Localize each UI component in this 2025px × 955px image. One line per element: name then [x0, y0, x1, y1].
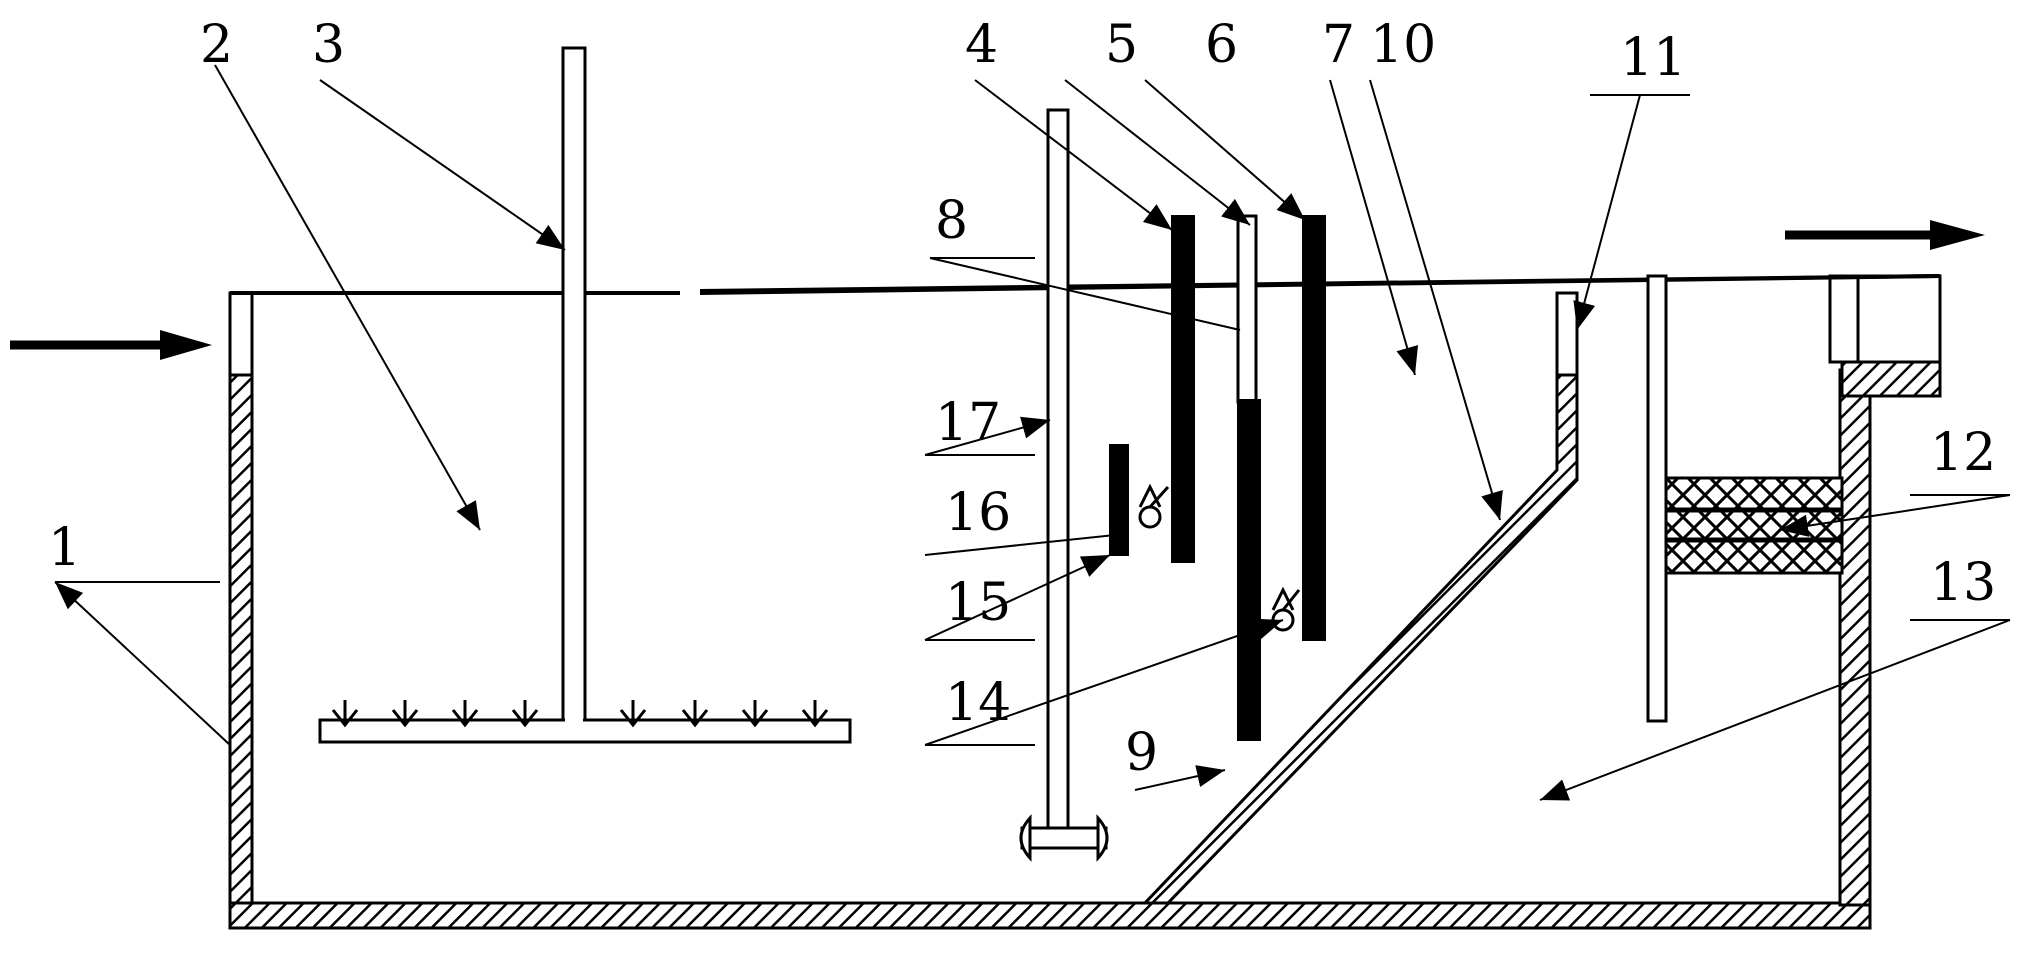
- inflow-arrow: [10, 330, 212, 360]
- diffuser-nozzles: [331, 700, 829, 728]
- label-10: 10: [1370, 15, 1436, 75]
- nozzle-16: [1138, 483, 1170, 529]
- nozzle-14: [1271, 586, 1301, 632]
- label-3: 3: [312, 15, 345, 75]
- label-7: 7: [1322, 15, 1355, 75]
- label-5: 5: [1105, 15, 1138, 75]
- label-15: 15: [945, 573, 1011, 633]
- label-2: 2: [200, 15, 233, 75]
- label-9: 9: [1125, 723, 1158, 783]
- inclined-wall: [1141, 291, 1579, 905]
- label-11: 11: [1620, 28, 1686, 88]
- label-17: 17: [935, 393, 1001, 453]
- tank-body: [228, 274, 1942, 930]
- partition-wall: [1646, 274, 1668, 723]
- mixer-shaft: [1019, 108, 1109, 862]
- part-labels: 1 2 3 4 5 6 7 8 9 10 11 12 13 14 15 16 1…: [48, 15, 1996, 783]
- label-1: 1: [48, 518, 81, 578]
- baffle-plates: [1109, 214, 1326, 741]
- label-4: 4: [965, 15, 998, 75]
- aeration-pipe: [318, 46, 852, 744]
- label-16: 16: [945, 483, 1011, 543]
- outflow-arrow: [1785, 220, 1985, 250]
- leader-lines: [54, 64, 2011, 801]
- label-14: 14: [945, 673, 1011, 733]
- label-12: 12: [1930, 423, 1996, 483]
- label-6: 6: [1205, 15, 1238, 75]
- label-13: 13: [1930, 553, 1996, 613]
- label-8: 8: [935, 191, 968, 251]
